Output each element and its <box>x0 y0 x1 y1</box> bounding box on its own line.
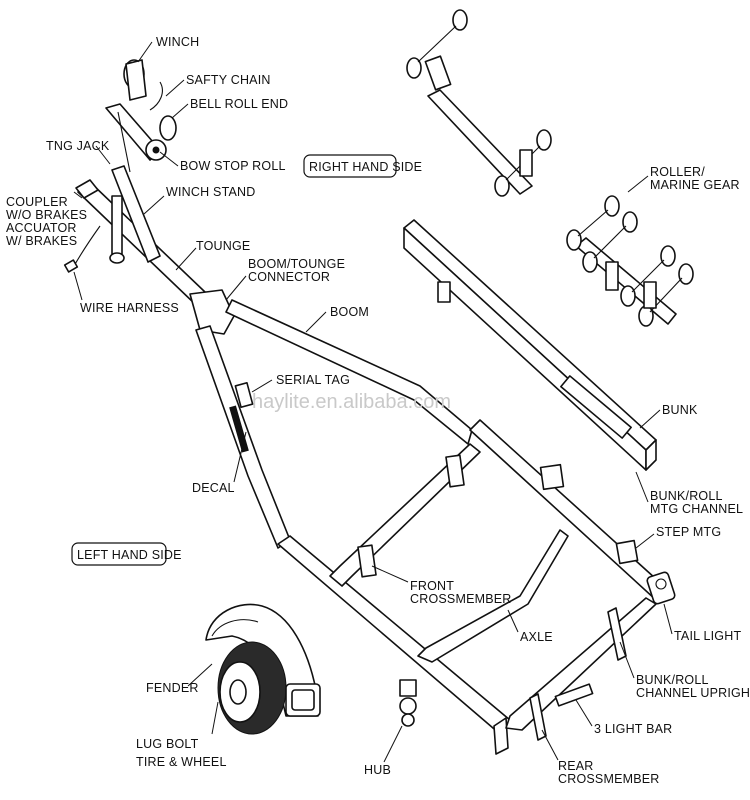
safety-chain <box>149 81 163 111</box>
wire-harness-cable <box>73 225 101 267</box>
trailer-frame <box>63 103 676 755</box>
label-axle: AXLE <box>520 630 553 644</box>
label-coupler-2: W/O BRAKES <box>6 208 87 222</box>
label-coupler-1: COUPLER <box>6 195 68 209</box>
label-hub: HUB <box>364 763 391 777</box>
boom-right <box>225 299 473 445</box>
watermark: haylite.en.alibaba.com <box>252 391 451 413</box>
label-boom: BOOM <box>330 305 369 319</box>
label-bunk-roll-mtg-2: MTG CHANNEL <box>650 502 743 516</box>
label-rear-crossmember-1: REAR <box>558 759 594 773</box>
label-roller-2: MARINE GEAR <box>650 178 740 192</box>
serial-tag-plate <box>234 382 254 408</box>
label-bunk-upright-1: BUNK/ROLL <box>636 673 709 687</box>
label-front-crossmember-1: FRONT <box>410 579 454 593</box>
roller-assembly-top <box>406 9 552 197</box>
bell-roll-end <box>159 115 177 141</box>
rear-corner <box>493 717 509 755</box>
winch-stand-post <box>111 165 161 263</box>
label-winch: WINCH <box>156 35 199 49</box>
right-hand-side-label: RIGHT HAND SIDE <box>309 160 422 174</box>
tail-light-unit <box>646 571 676 605</box>
axle-beam <box>417 529 569 663</box>
boom-connector-plate <box>189 289 235 335</box>
label-coupler-3: ACCUATOR <box>6 221 77 235</box>
label-boom-connector-1: BOOM/TOUNGE <box>248 257 345 271</box>
bunk-mtg-channel <box>560 375 632 439</box>
bunk-board <box>403 219 657 471</box>
label-winch-stand: WINCH STAND <box>166 185 255 199</box>
label-boom-connector-2: CONNECTOR <box>248 270 330 284</box>
roller-assembly-right <box>566 195 694 327</box>
rear-crossmember-beam <box>505 597 657 731</box>
label-light-bar: 3 LIGHT BAR <box>594 722 672 736</box>
leader-lines <box>73 41 673 763</box>
label-step-mtg: STEP MTG <box>656 525 721 539</box>
label-lug-bolt-1: LUG BOLT <box>136 737 199 751</box>
part-labels: WINCH SAFTY CHAIN BELL ROLL END TNG JACK… <box>6 35 750 786</box>
label-rear-crossmember-2: CROSSMEMBER <box>558 772 660 786</box>
label-bell-roll-end: BELL ROLL END <box>190 97 288 111</box>
light-bar <box>554 683 594 707</box>
winch-assembly <box>123 59 177 161</box>
right-hand-side-tag: RIGHT HAND SIDE <box>303 154 422 178</box>
label-tng-jack: TNG JACK <box>46 139 110 153</box>
coupler <box>75 179 99 199</box>
label-tail-light: TAIL LIGHT <box>674 629 741 643</box>
left-hand-side-label: LEFT HAND SIDE <box>77 548 182 562</box>
label-coupler-4: W/ BRAKES <box>6 234 77 248</box>
label-roller-1: ROLLER/ <box>650 165 705 179</box>
label-front-crossmember-2: CROSSMEMBER <box>410 592 512 606</box>
label-fender: FENDER <box>146 681 199 695</box>
tongue-jack <box>111 195 123 255</box>
label-serial-tag: SERIAL TAG <box>276 373 350 387</box>
label-lug-bolt-2: TIRE & WHEEL <box>136 755 227 769</box>
fender-wheel-group <box>205 603 321 735</box>
label-safety-chain: SAFTY CHAIN <box>186 73 271 87</box>
label-bunk-upright-2: CHANNEL UPRIGHT <box>636 686 750 700</box>
label-tounge: TOUNGE <box>196 239 250 253</box>
label-decal: DECAL <box>192 481 235 495</box>
hub-assembly <box>399 679 417 727</box>
left-hand-side-tag: LEFT HAND SIDE <box>71 542 182 566</box>
label-bunk: BUNK <box>662 403 698 417</box>
label-bunk-roll-mtg-1: BUNK/ROLL <box>650 489 723 503</box>
label-bow-stop-roll: BOW STOP ROLL <box>180 159 286 173</box>
step-mtg-bracket <box>615 539 639 565</box>
label-wire-harness: WIRE HARNESS <box>80 301 179 315</box>
